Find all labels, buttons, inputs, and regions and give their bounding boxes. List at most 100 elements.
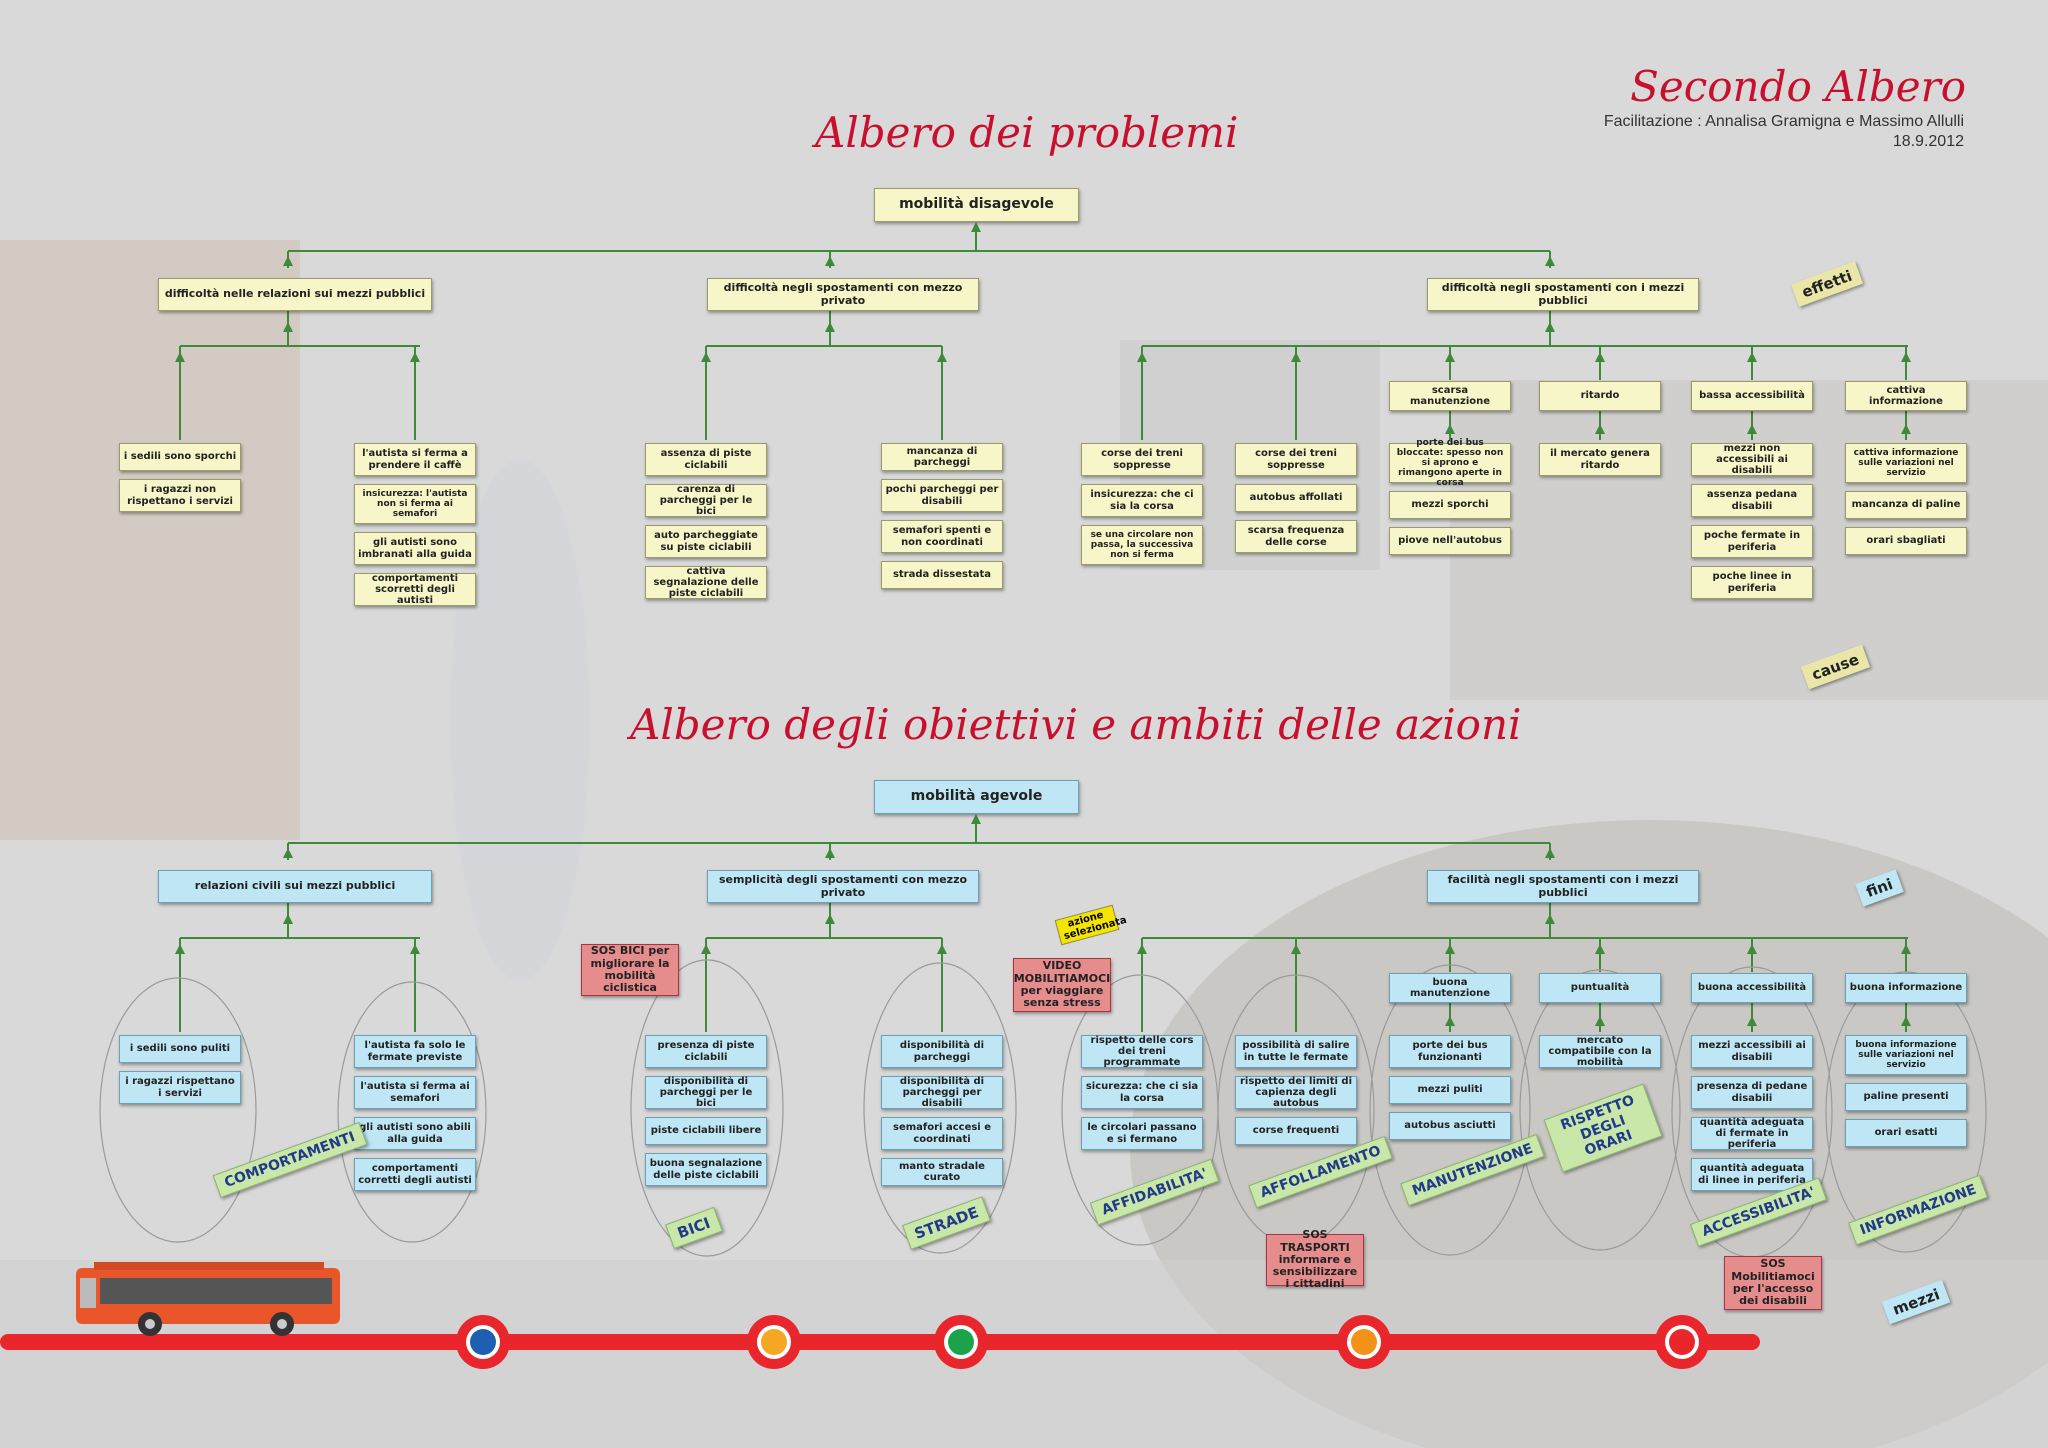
transit-stop-dot <box>761 1329 787 1355</box>
arrow-head <box>1545 322 1555 332</box>
leaf-node: presenza di pedane disabili <box>1691 1076 1813 1109</box>
leaf-node: mezzi non accessibili ai disabili <box>1691 443 1813 476</box>
leaf-node: corse dei treni soppresse <box>1235 443 1357 476</box>
arrow-head <box>1545 914 1555 924</box>
leaf-node: sicurezza: che ci sia la corsa <box>1081 1076 1203 1109</box>
leaf-node: presenza di piste ciclabili <box>645 1035 767 1068</box>
leaf-node: mercato compatibile con la mobilità <box>1539 1035 1661 1068</box>
arrow-head <box>825 322 835 332</box>
leaf-node: piste ciclabili libere <box>645 1117 767 1145</box>
arrow-head <box>971 222 981 232</box>
leaf-node: disponibilità di parcheggi per le bici <box>645 1076 767 1109</box>
root-node: mobilità disagevole <box>874 188 1079 222</box>
leaf-node: auto parcheggiate su piste ciclabili <box>645 525 767 558</box>
area-grouping-ellipse <box>337 981 487 1243</box>
leaf-node: l'autista si ferma a prendere il caffè <box>354 443 476 476</box>
arrow-head <box>971 814 981 824</box>
arrow-head <box>1545 256 1555 266</box>
arrow-head <box>1747 352 1757 362</box>
objective-tree-title: Albero degli obiettivi e ambiti delle az… <box>630 700 1522 749</box>
leaf-node: comportamenti scorretti degli autisti <box>354 573 476 606</box>
branch-node: relazioni civili sui mezzi pubblici <box>158 870 432 903</box>
action-box: SOS TRASPORTI informare e sensibilizzare… <box>1266 1229 1364 1290</box>
arrow-head <box>1545 848 1555 858</box>
arrow-head <box>937 352 947 362</box>
arrow-head <box>1901 424 1911 434</box>
leaf-node: rispetto dei limiti di capienza degli au… <box>1235 1076 1357 1109</box>
branch-node: semplicità degli spostamenti con mezzo p… <box>707 870 979 903</box>
leaf-node: corse dei treni soppresse <box>1081 443 1203 476</box>
arrow-head <box>1445 944 1455 954</box>
mid-node: bassa accessibilità <box>1691 381 1813 411</box>
mid-node: puntualità <box>1539 973 1661 1003</box>
transit-stop-dot <box>1669 1329 1695 1355</box>
leaf-node: i ragazzi non rispettano i servizi <box>119 479 241 512</box>
leaf-node: i sedili sono sporchi <box>119 443 241 471</box>
leaf-node: gli autisti sono imbranati alla guida <box>354 532 476 565</box>
leaf-node: insicurezza: l'autista non si ferma ai s… <box>354 484 476 524</box>
leaf-node: poche fermate in periferia <box>1691 525 1813 558</box>
arrow-head <box>1137 352 1147 362</box>
leaf-node: disponibilità di parcheggi <box>881 1035 1003 1068</box>
problem-tree-title: Albero dei problemi <box>815 108 1239 157</box>
arrow-head <box>1445 424 1455 434</box>
leaf-node: paline presenti <box>1845 1083 1967 1111</box>
action-box: VIDEO MOBILITIAMOCI per viaggiare senza … <box>1013 958 1111 1012</box>
leaf-node: mezzi sporchi <box>1389 491 1511 519</box>
leaf-node: disponibilità di parcheggi per disabili <box>881 1076 1003 1109</box>
bus-icon <box>76 1262 340 1336</box>
arrow-head <box>1445 352 1455 362</box>
leaf-node: strada dissestata <box>881 561 1003 589</box>
arrow-head <box>1137 944 1147 954</box>
leaf-node: piove nell'autobus <box>1389 527 1511 555</box>
root-node: mobilità agevole <box>874 780 1079 814</box>
leaf-node: possibilità di salire in tutte le fermat… <box>1235 1035 1357 1068</box>
poster-date: 18.9.2012 <box>1892 133 1964 150</box>
leaf-node: buona segnalazione delle piste ciclabili <box>645 1153 767 1186</box>
leaf-node: se una circolare non passa, la successiv… <box>1081 525 1203 565</box>
mid-node: scarsa manutenzione <box>1389 381 1511 411</box>
arrow-head <box>825 914 835 924</box>
transit-line <box>0 1334 1760 1350</box>
arrow-head <box>1747 944 1757 954</box>
area-grouping-ellipse <box>863 962 1017 1254</box>
leaf-node: orari esatti <box>1845 1119 1967 1147</box>
area-grouping-ellipse <box>630 959 784 1257</box>
leaf-node: autobus affollati <box>1235 484 1357 512</box>
arrow-head <box>410 944 420 954</box>
leaf-node: il mercato genera ritardo <box>1539 443 1661 476</box>
leaf-node: cattiva segnalazione delle piste ciclabi… <box>645 566 767 599</box>
arrow-head <box>825 256 835 266</box>
leaf-node: orari sbagliati <box>1845 527 1967 555</box>
arrow-head <box>283 914 293 924</box>
credits-block: Facilitazione : Annalisa Gramigna e Mass… <box>1604 112 1964 152</box>
leaf-node: semafori accesi e coordinati <box>881 1117 1003 1150</box>
arrow-head <box>825 848 835 858</box>
mid-node: ritardo <box>1539 381 1661 411</box>
arrow-head <box>701 944 711 954</box>
arrow-head <box>1901 944 1911 954</box>
leaf-node: mancanza di paline <box>1845 491 1967 519</box>
transit-stop-dot <box>470 1329 496 1355</box>
leaf-node: gli autisti sono abili alla guida <box>354 1117 476 1150</box>
arrow-head <box>1595 1016 1605 1026</box>
arrow-head <box>175 944 185 954</box>
leaf-node: i sedili sono puliti <box>119 1035 241 1063</box>
arrow-head <box>175 352 185 362</box>
arrow-head <box>1901 352 1911 362</box>
arrow-head <box>1595 944 1605 954</box>
area-grouping-ellipse <box>1519 969 1681 1251</box>
leaf-node: mezzi puliti <box>1389 1076 1511 1104</box>
leaf-node: l'autista fa solo le fermate previste <box>354 1035 476 1068</box>
leaf-node: manto stradale curato <box>881 1158 1003 1186</box>
arrow-head <box>937 944 947 954</box>
mid-node: buona accessibilità <box>1691 973 1813 1003</box>
leaf-node: le circolari passano e si fermano <box>1081 1117 1203 1150</box>
leaf-node: corse frequenti <box>1235 1117 1357 1145</box>
arrow-head <box>283 256 293 266</box>
arrow-head <box>283 322 293 332</box>
leaf-node: quantità adeguata di fermate in periferi… <box>1691 1117 1813 1150</box>
leaf-node: assenza di piste ciclabili <box>645 443 767 476</box>
leaf-node: poche linee in periferia <box>1691 566 1813 599</box>
